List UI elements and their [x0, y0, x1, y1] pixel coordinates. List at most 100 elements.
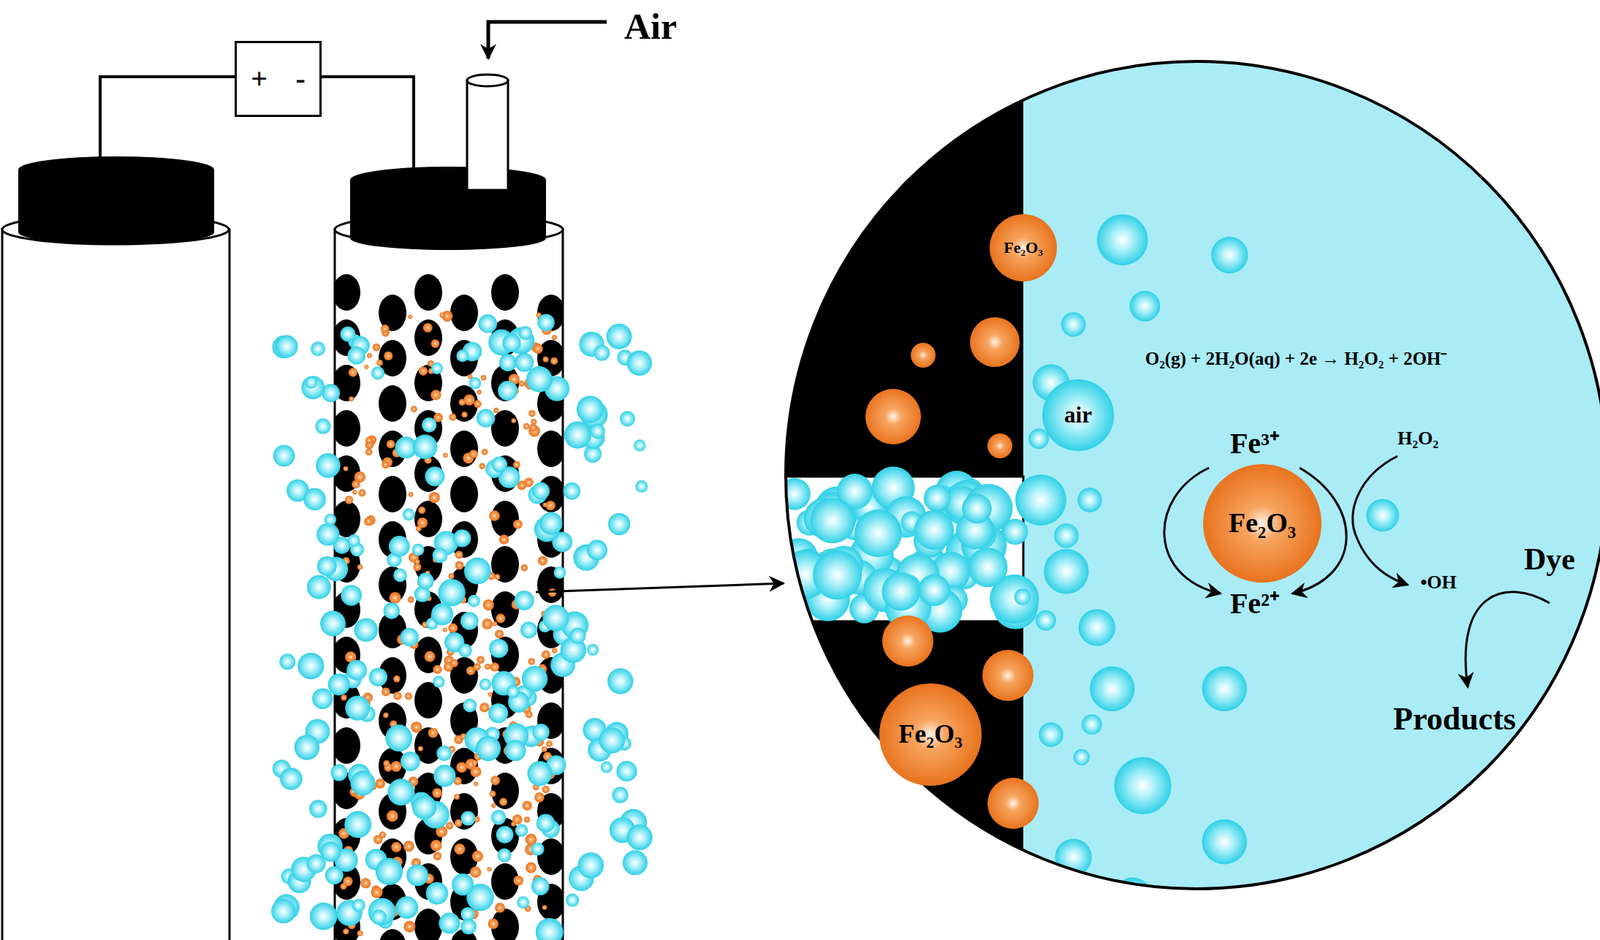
catalyst-particle: [453, 793, 460, 800]
zoom-pointer: [535, 583, 784, 593]
air-bubble: [375, 858, 403, 886]
catalyst-particle: [383, 712, 389, 718]
air-bubble: [294, 734, 320, 760]
air-bubble: [491, 809, 506, 825]
catalyst-particle: [429, 491, 441, 503]
air-bubble: [586, 540, 608, 561]
catalyst-particle: [463, 394, 475, 406]
air-bubble: [564, 421, 592, 449]
particle-label: Fe₂O₃: [898, 719, 963, 750]
air-bubble: [347, 534, 361, 547]
air-bubble: [1053, 523, 1079, 549]
air-bubble: [347, 346, 366, 365]
air-bubble: [339, 326, 356, 343]
catalyst-particle: [541, 650, 551, 660]
air-bubble: [539, 511, 563, 535]
catalyst-particle: [987, 433, 1013, 459]
air-bubble: [368, 898, 397, 927]
catalyst-particle: [448, 573, 455, 579]
air-bubble: [1073, 749, 1090, 766]
catalyst-particle: [510, 418, 517, 424]
catalyst-particle: [448, 413, 457, 422]
catalyst-particle: [340, 694, 347, 701]
air-bubble: [388, 535, 411, 557]
air-bubble: [402, 507, 416, 521]
air-bubble: [506, 684, 520, 699]
air-bubble: [432, 548, 449, 564]
air-bubble: [881, 572, 920, 611]
catalyst-particle: [532, 343, 544, 354]
catalyst-particle: [486, 866, 492, 872]
air-bubble: air: [1042, 379, 1114, 451]
air-bubble: [309, 902, 338, 931]
air-bubble: [369, 668, 388, 687]
perforations: [334, 274, 563, 940]
reaction-equation: O₂(g) + 2H₂O(aq) + 2e → H₂O₂ + 2OH⁻: [1145, 348, 1448, 370]
air-bubble: [451, 873, 474, 896]
air-bubble: [301, 375, 325, 400]
reaction-arrows: [1164, 456, 1550, 688]
particle-fill: [989, 214, 1057, 282]
air-bubble: [554, 566, 567, 579]
catalyst-particle: [354, 471, 366, 483]
air-bubble: [497, 380, 518, 401]
air-bubble: [1028, 428, 1049, 449]
catalyst-particle: [882, 615, 934, 667]
air-bubble: [600, 761, 613, 774]
air-bubble: [1038, 722, 1064, 748]
air-bubble: [317, 556, 337, 576]
catalyst-particle: [481, 448, 489, 456]
air-bubble: [279, 653, 296, 670]
air-bubble: [467, 594, 481, 608]
catalyst-particle: [418, 506, 426, 514]
catalyst-particle: [513, 519, 523, 530]
air-bubble: [387, 778, 415, 806]
catalyst-particle: [525, 862, 537, 874]
catalyst-particle: [414, 559, 420, 565]
air-bubble: [923, 484, 951, 512]
perforation: [378, 385, 407, 422]
air-bubble: [515, 823, 529, 837]
zoom-view: [773, 51, 1600, 919]
air-bubble: [619, 410, 636, 427]
particles: [865, 317, 1039, 829]
catalyst-particle: [376, 359, 384, 367]
catalyst-particle: [358, 488, 366, 497]
air-bubble: [497, 848, 512, 863]
power-supply: +-: [234, 40, 322, 117]
catalyst-particle: [550, 357, 558, 365]
air-bubble: [961, 493, 992, 524]
air-bubble: [496, 825, 514, 844]
air-bubble: [309, 799, 327, 818]
catalyst-particle: [865, 388, 921, 445]
air-bubble: [328, 673, 351, 696]
air-bubble: [371, 366, 385, 380]
air-bubble: [344, 811, 372, 839]
catalyst-particle: [492, 621, 498, 626]
catalyst-particle: [393, 675, 401, 683]
air-bubble: [1097, 214, 1149, 266]
air-bubble: [406, 864, 429, 887]
air-bubble: [431, 603, 454, 625]
catalyst-particle: [386, 810, 399, 823]
air-bubble: [616, 760, 637, 782]
catalyst-particle: [490, 662, 500, 671]
catalyst-particle: [415, 525, 422, 532]
bubbles: [773, 214, 1399, 919]
particle-fill: [1203, 464, 1322, 583]
catalyst-particle: [365, 448, 373, 457]
catalyst-particle: [364, 516, 373, 526]
air-bubble: [464, 557, 492, 585]
air-bubble: [535, 918, 564, 940]
catalyst-particle: [356, 930, 363, 937]
catalyst-particle: [542, 904, 548, 911]
perforation: [537, 430, 563, 468]
bubbles: [271, 310, 653, 940]
catalyst-particle: [525, 711, 533, 719]
catalyst-particle: [461, 411, 468, 418]
catalyst-particle: [423, 323, 433, 333]
air-bubble: [320, 611, 346, 637]
air-bubble: [354, 618, 378, 642]
air-bubble: [312, 688, 333, 709]
